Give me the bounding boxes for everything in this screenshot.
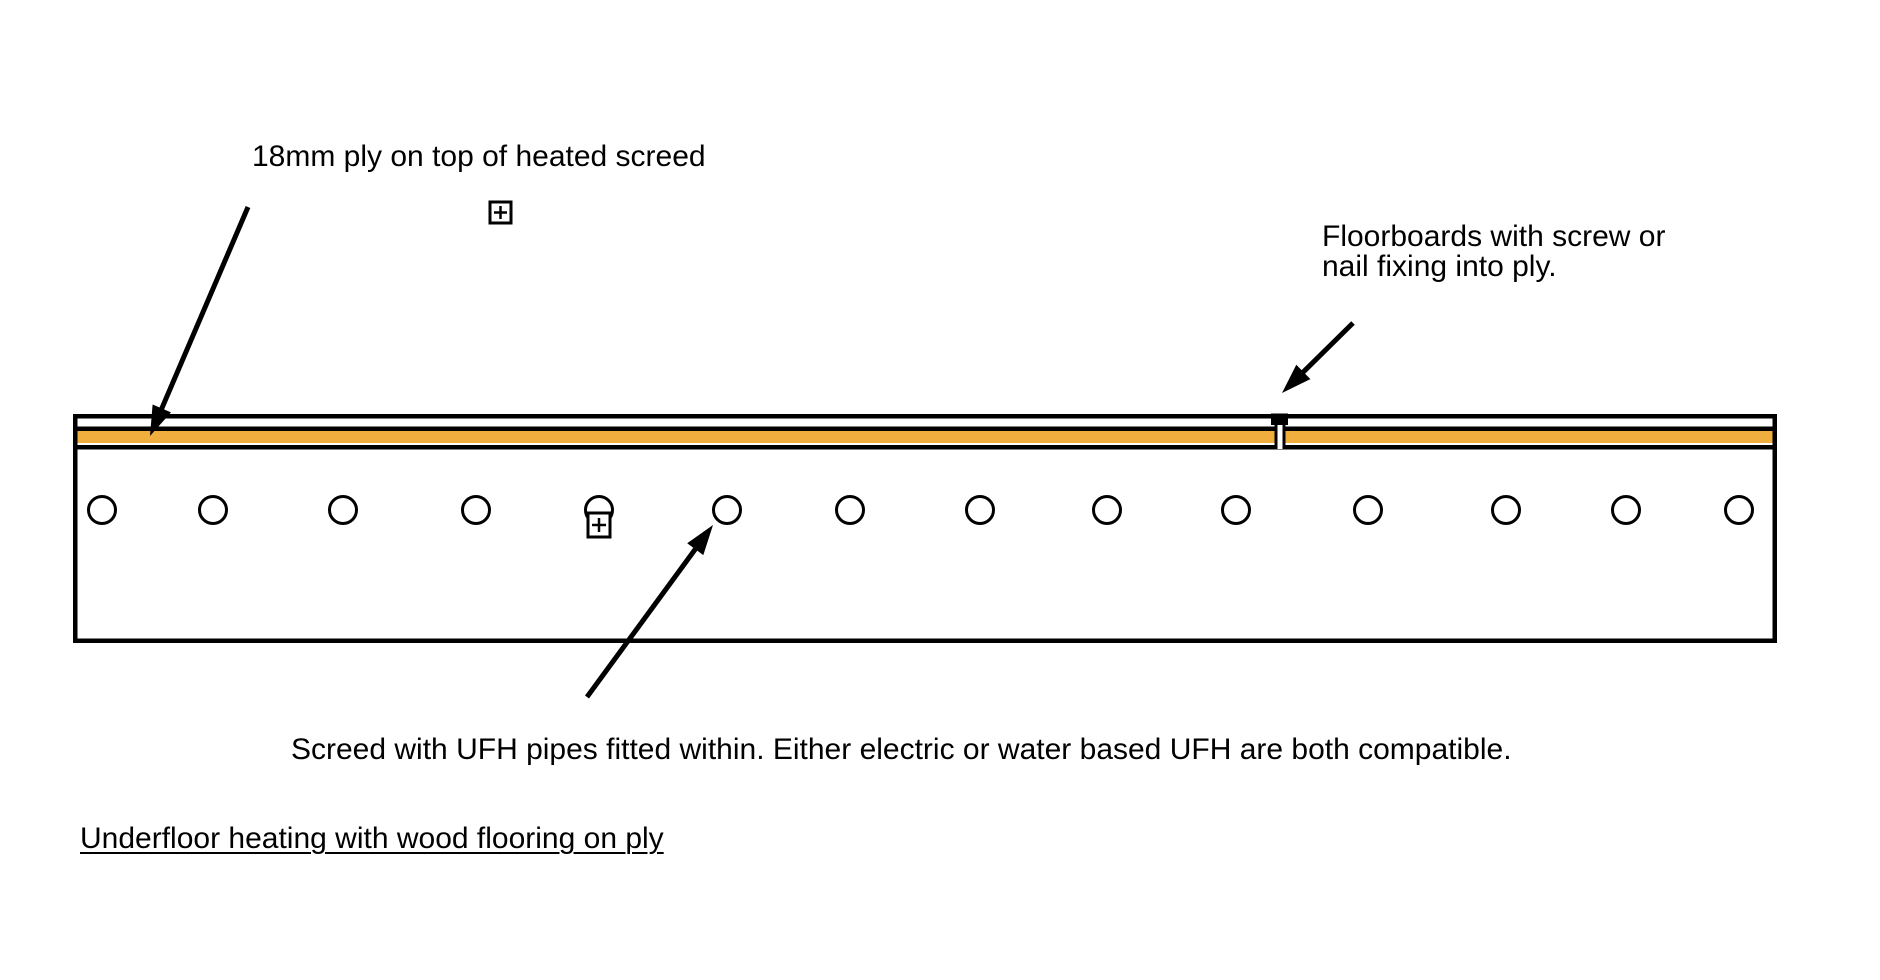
ufh-pipe-circle-1 (87, 495, 117, 525)
ufh-pipe-circle-7 (835, 495, 865, 525)
floor-left-border (73, 414, 78, 643)
floor-line-1 (73, 426, 1777, 431)
screw-shank-right-wall (1282, 425, 1286, 449)
floor-line-0 (73, 414, 1777, 419)
ply-layer (73, 431, 1777, 443)
ufh-pipe-circle-2 (198, 495, 228, 525)
floorboards-note-label: Floorboards with screw or nail fixing in… (1322, 220, 1666, 283)
ufh-pipe-circle-3 (328, 495, 358, 525)
ufh-pipes (87, 495, 1754, 525)
screed-note-label: Screed with UFH pipes fitted within. Eit… (291, 733, 1512, 766)
floor-line-2 (73, 445, 1777, 450)
screed-arrow-line (584, 541, 702, 699)
floorboards-arrow-head (1282, 364, 1311, 393)
ufh-pipe-circle-6 (712, 495, 742, 525)
ply-note-label: 18mm ply on top of heated screed (252, 140, 706, 173)
screw-head (1271, 413, 1288, 425)
floorboards-arrow (1282, 321, 1355, 393)
ufh-pipe-circle-14 (1724, 495, 1754, 525)
floor-line-3 (73, 638, 1777, 643)
ufh-pipe-circle-9 (1092, 495, 1122, 525)
screw-shank-left-wall (1274, 425, 1278, 449)
ply-arrow (150, 206, 251, 436)
ufh-pipe-circle-11 (1353, 495, 1383, 525)
diagram-title: Underfloor heating with wood flooring on… (80, 822, 664, 855)
ufh-pipe-circle-4 (461, 495, 491, 525)
floorboards-arrow-line (1296, 321, 1355, 379)
screed-layer (73, 449, 1777, 639)
ufh-pipe-circle-12 (1491, 495, 1521, 525)
screw-shank (1274, 425, 1286, 449)
ufh-pipe-circle-13 (1611, 495, 1641, 525)
floor-assembly (73, 414, 1777, 643)
screed-arrow (584, 525, 713, 699)
ufh-pipe-circle-8 (965, 495, 995, 525)
ply-arrow-head (150, 404, 171, 436)
screw-fixing (1271, 413, 1288, 449)
ufh-pipe-circle-10 (1221, 495, 1251, 525)
floor-right-border (1772, 414, 1777, 643)
ply-arrow-line (156, 206, 251, 417)
floorboards-layer (73, 418, 1777, 427)
anchor-handle-top (488, 200, 513, 225)
screed-arrow-head (687, 525, 713, 556)
anchor-handle-pipe (586, 511, 612, 539)
